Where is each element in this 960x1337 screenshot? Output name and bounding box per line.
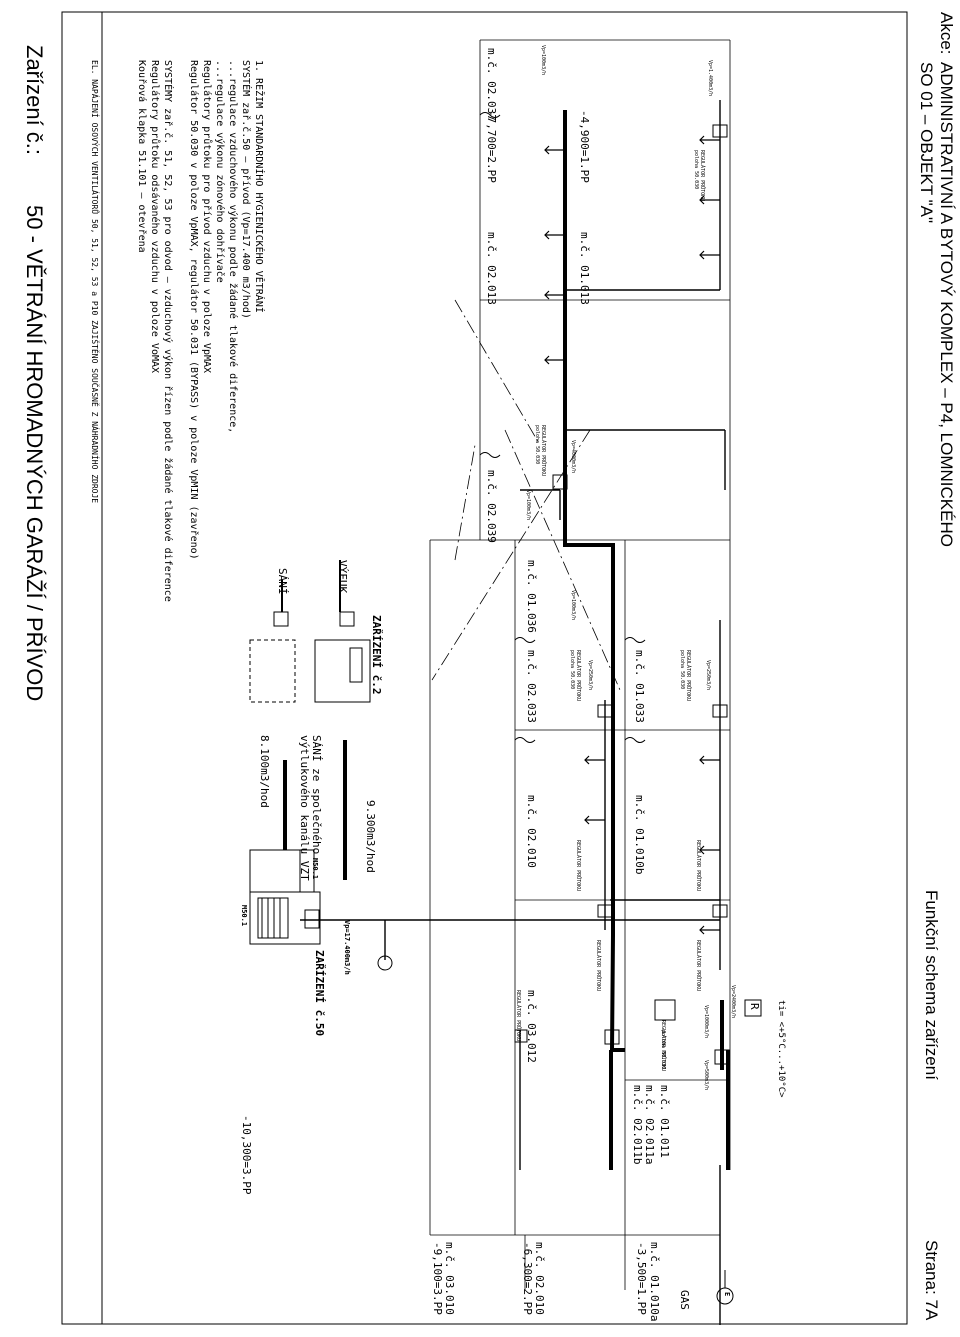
vp-label-4: Vp=100m3/h xyxy=(525,490,531,521)
device-label: Zařízení č.: xyxy=(22,45,47,156)
reg-label-5: REGULÁTOR PRŮTOKU xyxy=(695,840,701,892)
reg-label-8: REGULÁTOR PRŮTOKU xyxy=(595,940,601,992)
vp-label-5: Vp=100m3/h xyxy=(570,590,576,621)
reg-pos-1: poloha 50.030 xyxy=(693,150,699,190)
note-6: Regulátor 50.030 v poloze VpMAX, regulát… xyxy=(188,60,199,560)
break-marks xyxy=(479,112,646,743)
note-8: Regulátory průtoku odsávaného vzduchu v … xyxy=(149,60,160,374)
exhaust-label: VÝFUK xyxy=(336,560,349,594)
flow-regulators xyxy=(514,124,730,1065)
room-01010b: m.č. 01.010b xyxy=(633,795,646,875)
reg-label-3: REGULÁTOR PRŮTOKU xyxy=(575,650,581,702)
reg-pos-4: poloha 50.030 xyxy=(679,650,685,690)
branch-ducts xyxy=(300,100,726,1325)
room-03010: m.č. 03.010 xyxy=(443,1242,456,1315)
room-02010-b: m.č. 02.010 xyxy=(533,1242,546,1315)
reg-pos-3: poloha 50.030 xyxy=(569,650,575,690)
vp-label-2: Vp=100m3/h xyxy=(540,45,546,76)
room-01010a: m.č. 01.010a xyxy=(648,1242,661,1322)
flow-8100: 8.100m3/hod xyxy=(258,735,271,808)
note-1: 1. REŽIM STANDARDNÍHO HYGIENICKÉHO VĚTRÁ… xyxy=(253,60,264,313)
vp-label-6: Vp=250m3/h xyxy=(587,660,593,691)
vp-label-7: Vp=250m3/h xyxy=(705,660,711,691)
floor-level-f2: -6,300=2.PP xyxy=(521,1242,534,1315)
note-2: SYSTÉM zař.č.50 – přívod (Vp=17.400 m3/h… xyxy=(240,60,251,319)
flow-9300: 9.300m3/hod xyxy=(364,800,377,873)
page-number: Strana: 7A xyxy=(922,1240,941,1321)
note-5: Regulátory průtoku pro přívod vzduchu v … xyxy=(201,60,212,374)
room-02011b: m.č. 02.011b xyxy=(631,1085,644,1165)
gas-label: GAS xyxy=(678,1290,691,1310)
floor-level-pp2: -7,700=2.PP xyxy=(485,110,498,183)
floor-level-f3: -9,100=3.PP xyxy=(431,1242,444,1315)
room-02011a: m.č. 02.011a xyxy=(643,1085,656,1165)
floor-level-pp3: -10,300=3.PP xyxy=(240,1115,253,1195)
note-4: ...regulace výkonu zónového dohřívače xyxy=(214,60,225,283)
floor-level-f1: -3,500=1.PP xyxy=(635,1242,648,1315)
main-flow-label: Vp=17.400m3/h xyxy=(343,920,351,975)
akce-label: Akce: xyxy=(937,12,956,55)
reg-label-6: REGULÁTOR PRŮTOKU xyxy=(575,840,581,892)
vp-label-10: Vp=500m3/h xyxy=(703,1060,709,1091)
unit-50-equipment xyxy=(249,849,321,945)
r-symbol-label: R xyxy=(748,1003,761,1010)
room-01036: m.č. 01.036 xyxy=(525,560,538,633)
device-title: 50 - VĚTRÁNÍ HROMADNÝCH GARÁŽÍ / PŘÍVOD xyxy=(22,205,47,702)
project-name: ADMINISTRATIVNÍ A BYTOVÝ KOMPLEX – P4, L… xyxy=(937,62,956,547)
reg-label-1: REGULÁTOR PRŮTOKU xyxy=(699,150,705,202)
reg-label-4: REGULÁTOR PRŮTOKU xyxy=(685,650,691,702)
room-02013: m.č. 02.013 xyxy=(485,232,498,305)
object-name: SO 01 – OBJEKT "A" xyxy=(917,62,936,224)
room-02039: m.č. 02.039 xyxy=(485,470,498,543)
unit-2-label: ZAŘÍZENÍ č.2 xyxy=(370,615,383,695)
intake-label: SÁNÍ xyxy=(276,568,289,595)
main-ducts xyxy=(283,110,730,1170)
shared-intake-label-1: SÁNÍ ze společného xyxy=(310,735,323,855)
note-10: EL. NAPÁJENÍ OSOVÝCH VENTILÁTORŮ 50, 51,… xyxy=(90,60,99,504)
e-symbol-label: E xyxy=(723,1292,731,1297)
reg-pos-2: poloha 50.030 xyxy=(534,425,540,465)
unit-2-equipment xyxy=(249,560,371,703)
shared-intake-label-2: výtlukového kanálu VZT xyxy=(298,735,311,881)
schema-title: Funkční schema zařízení xyxy=(922,890,941,1080)
room-sensor-r-symbol xyxy=(744,999,762,1017)
diffuser-markers xyxy=(544,135,720,935)
reg-pos-10: poloha 50.030 xyxy=(660,1030,666,1070)
motor-label: M50.1 xyxy=(240,905,248,927)
room-03012: m.č. 03.012 xyxy=(525,990,538,1063)
vp-label-9: Vp=1000m3/h xyxy=(703,1005,709,1039)
floor-level-pp1: -4,900=1.PP xyxy=(578,110,591,183)
temperature-range: ti= <+5°C...+10°C> xyxy=(776,1000,786,1098)
room-01033: m.č. 01.033 xyxy=(633,650,646,723)
note-9: Kouřová klapka 51.101 – otevřena xyxy=(136,60,147,253)
room-02033: m.č. 02.033 xyxy=(525,650,538,723)
pressure-sensor-symbol xyxy=(377,955,393,971)
vp-label-3: Vp=4000m3/h xyxy=(570,440,576,474)
vp-label-8: Vp=2400m3/h xyxy=(730,985,736,1019)
motor-label-2: M50.1 xyxy=(311,858,319,880)
reg-label-2: REGULÁTOR PRŮTOKU xyxy=(540,425,546,477)
unit-50-label: ZAŘÍZENÍ č.50 xyxy=(313,950,326,1037)
room-01011: m.č. 01.011 xyxy=(658,1085,671,1158)
note-7: SYSTÉMY zař.č. 51, 52, 53 pro odvod – vz… xyxy=(162,60,173,602)
reg-label-9: REGULÁTOR PRŮTOKU xyxy=(515,990,521,1042)
note-3: ...regulace vzduchového výkonu podle žád… xyxy=(227,60,238,434)
outer-frame xyxy=(61,11,908,1325)
room-01013: m.č. 01.013 xyxy=(578,232,591,305)
reg-label-7: REGULÁTOR PRŮTOKU xyxy=(695,940,701,992)
room-02010: m.č. 02.010 xyxy=(525,795,538,868)
vp-label-1: Vp=1.400m3/h xyxy=(707,60,713,97)
